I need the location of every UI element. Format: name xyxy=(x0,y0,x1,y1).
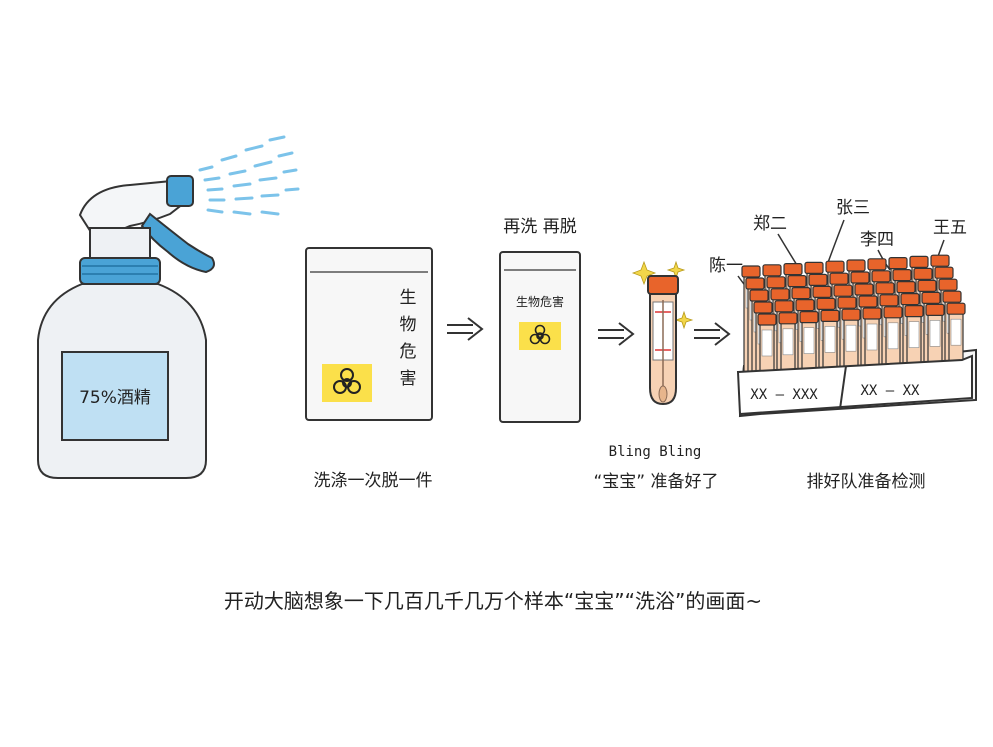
sparkle-text: Bling Bling xyxy=(609,444,702,460)
rack-label: XX — XX xyxy=(860,383,920,399)
spray-mist xyxy=(198,135,300,216)
rack-tubes xyxy=(741,254,966,373)
bottle-label-panel xyxy=(61,351,169,441)
rack-tube xyxy=(778,312,798,372)
name-label: 李四 xyxy=(860,230,894,250)
rack-tube xyxy=(841,308,861,368)
wash-again-label: 再洗 再脱 xyxy=(503,217,576,237)
rack-tube xyxy=(799,311,819,371)
bottle-label: 75%酒精 xyxy=(79,388,151,408)
arrow-right-icon xyxy=(694,322,731,346)
name-label: 王五 xyxy=(933,218,967,238)
sample-tube xyxy=(631,260,694,406)
name-label: 郑二 xyxy=(753,214,787,234)
sparkle-icon xyxy=(631,260,694,330)
caption-wash: 洗涤一次脱一件 xyxy=(314,471,433,491)
biohazard-bag-small: 再洗 再脱 生物危害 xyxy=(499,217,581,423)
bag-large-char-3: 危 xyxy=(400,342,417,362)
bag-large-char-1: 生 xyxy=(400,288,417,308)
arrow-right-icon xyxy=(598,322,635,346)
bag-large-char-2: 物 xyxy=(400,315,417,335)
spray-bottle: 75%酒精 xyxy=(37,135,300,479)
rack-tube xyxy=(904,305,924,365)
bag-small-label: 生物危害 xyxy=(516,294,564,309)
biohazard-icon xyxy=(322,364,372,402)
rack-tube xyxy=(925,303,945,363)
bag-large-char-4: 害 xyxy=(400,369,417,389)
name-label: 张三 xyxy=(836,198,870,218)
name-labels: 郑二 张三 李四 王五 陈一 xyxy=(709,198,967,297)
rack-tube xyxy=(862,307,882,367)
rack-label: XX — XXX xyxy=(750,387,818,403)
rack-tube xyxy=(946,302,966,362)
biohazard-icon xyxy=(519,322,561,350)
arrow-right-icon xyxy=(447,317,484,341)
caption-ready: “宝宝” 准备好了 xyxy=(593,472,718,492)
rack-tube xyxy=(757,313,777,373)
name-label: 陈一 xyxy=(709,256,743,276)
rack-tube xyxy=(883,306,903,366)
caption-queue: 排好队准备检测 xyxy=(807,472,926,492)
biohazard-bag-large: 生 物 危 害 xyxy=(305,247,433,421)
tube-rack: XX — XXX XX — XX xyxy=(736,254,977,418)
rack-tube xyxy=(820,309,840,369)
bottom-caption: 开动大脑想象一下几百几千几万个样本“宝宝”“洗浴”的画面~ xyxy=(224,589,762,613)
